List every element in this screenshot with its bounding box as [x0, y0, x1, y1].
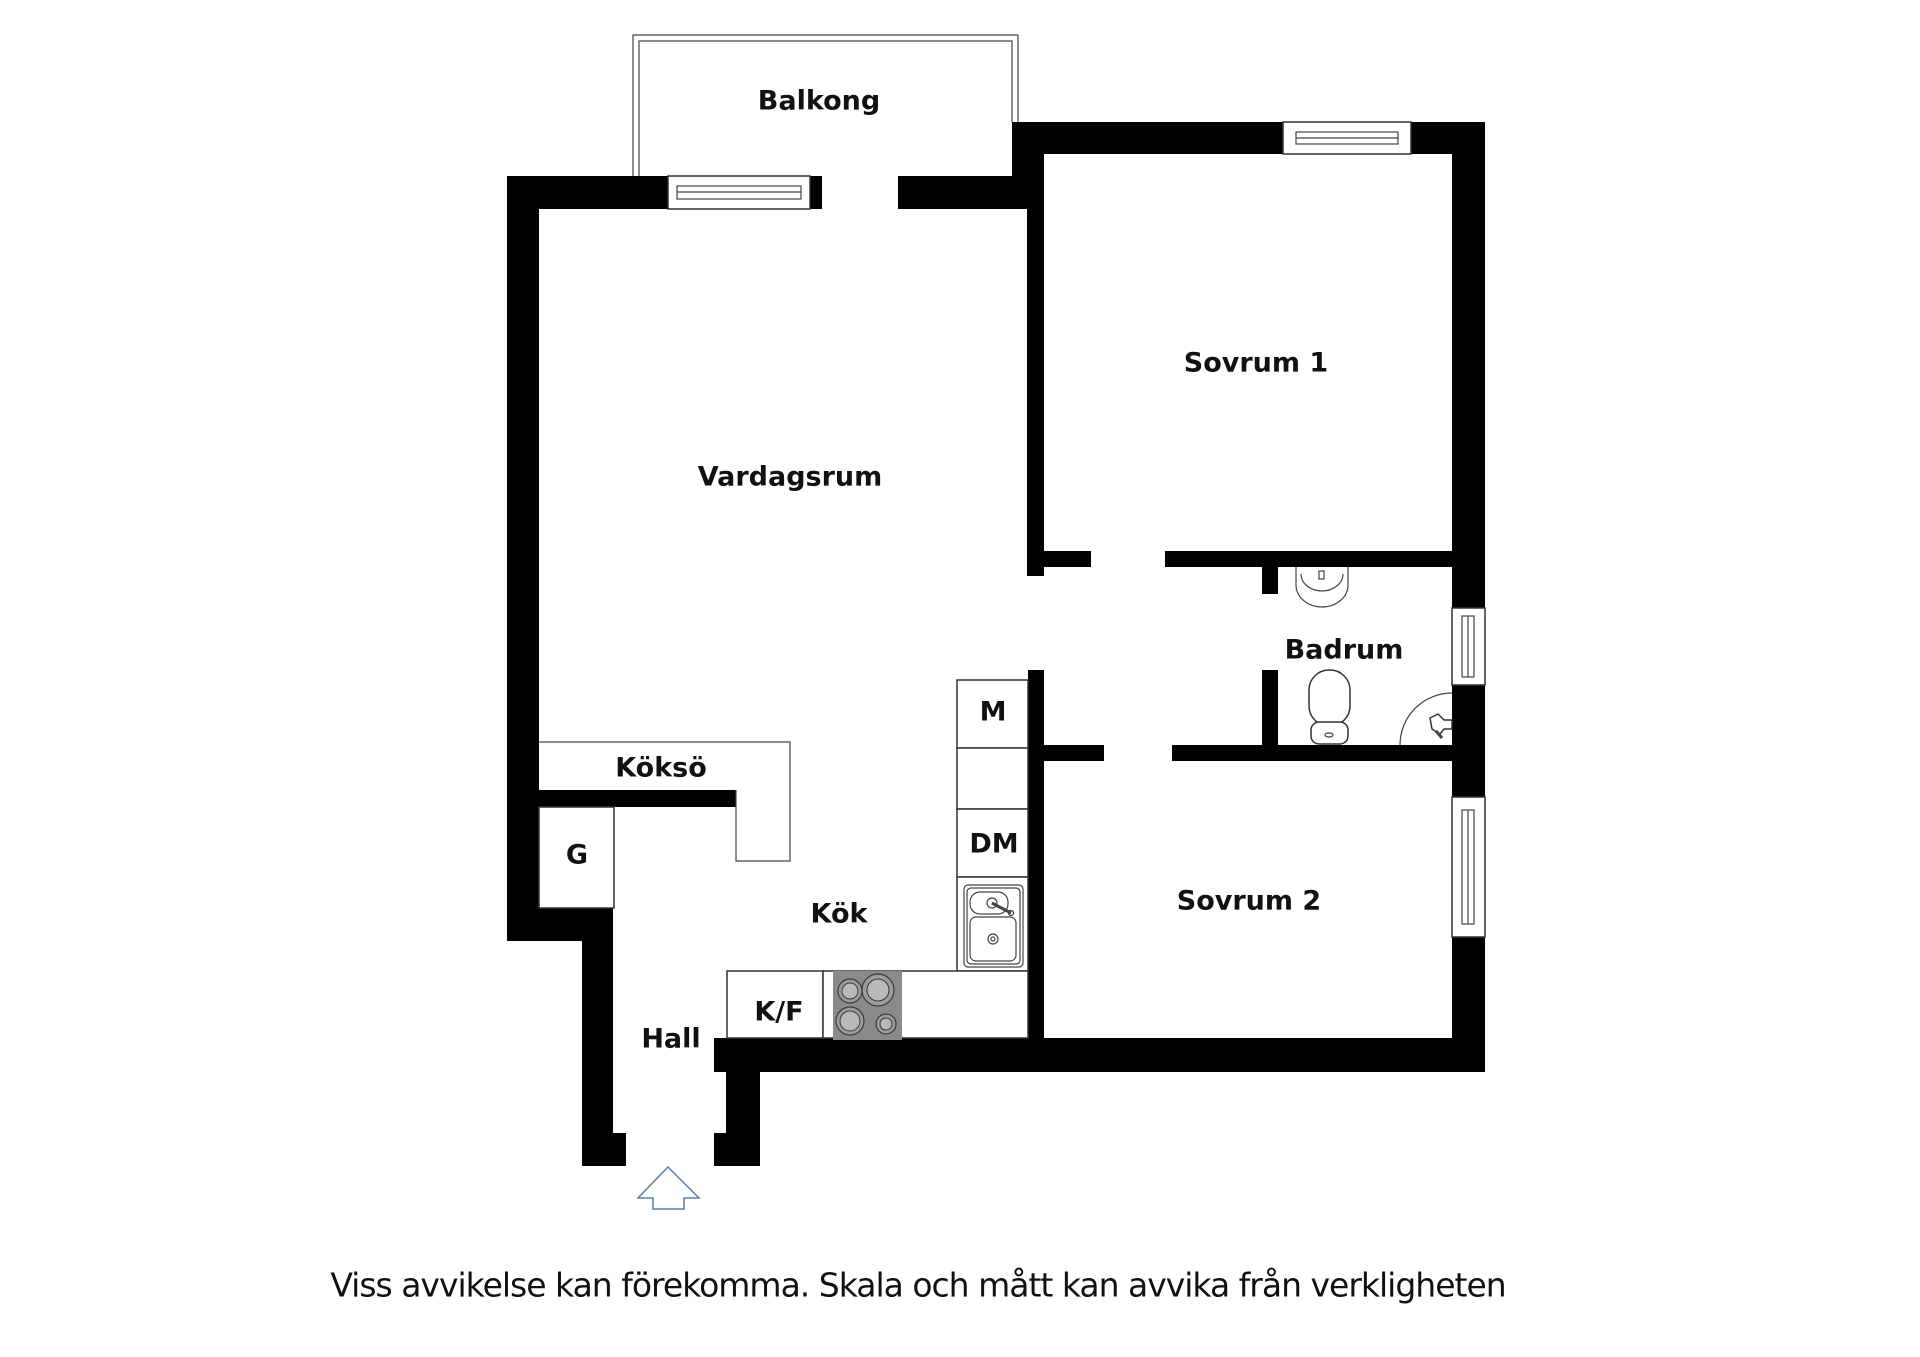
- wall: [1012, 122, 1283, 154]
- cabinet: [956, 747, 1029, 810]
- window: [1451, 796, 1486, 938]
- kitchen-counter: [726, 970, 1029, 1040]
- wall: [1262, 567, 1278, 594]
- fridge-freezer: [726, 970, 824, 1039]
- wall: [1172, 745, 1452, 761]
- room-label-hall: Hall: [641, 1024, 700, 1055]
- room-label-bathroom: Badrum: [1285, 635, 1404, 666]
- wall: [1028, 670, 1044, 1072]
- appliance-label-dishwasher: DM: [969, 829, 1018, 860]
- window: [1282, 121, 1412, 155]
- room-label-kitchen-island: Köksö: [615, 753, 707, 784]
- wall: [1027, 745, 1104, 761]
- wall: [1452, 122, 1485, 608]
- room-label-kitchen: Kök: [811, 899, 869, 930]
- wall: [1452, 685, 1485, 797]
- wall: [1027, 551, 1091, 567]
- microwave-cabinet: [956, 679, 1029, 749]
- wall: [1027, 154, 1044, 576]
- window: [1451, 607, 1486, 686]
- kitchen-cabinets: [956, 679, 1029, 972]
- wall: [507, 176, 539, 941]
- toilet-icon: [1308, 669, 1351, 745]
- wall: [810, 176, 822, 209]
- wall: [714, 1133, 760, 1166]
- wall: [539, 790, 736, 807]
- room-label-living-room: Vardagsrum: [698, 462, 883, 493]
- room-label-bedroom-1: Sovrum 1: [1184, 348, 1328, 379]
- appliance-label-microwave: M: [980, 697, 1007, 728]
- disclaimer-text: Viss avvikelse kan förekomma. Skala och …: [330, 1266, 1505, 1305]
- wall: [1262, 670, 1278, 745]
- kitchen-sink-icon: [963, 884, 1024, 968]
- wall: [1165, 551, 1452, 567]
- wall: [582, 908, 613, 1166]
- room-label-bedroom-2: Sovrum 2: [1177, 886, 1321, 917]
- stove-icon: [833, 971, 902, 1040]
- window: [667, 175, 811, 210]
- wall: [582, 1133, 626, 1166]
- appliance-label-fridge-freezer: K/F: [754, 997, 803, 1028]
- kitchen-island: [539, 741, 791, 862]
- wardrobe: [538, 806, 615, 909]
- shower-icon: [1399, 692, 1453, 746]
- wall: [714, 1038, 1485, 1072]
- entrance-arrow-icon: [636, 1165, 701, 1210]
- wash-basin-icon: [1295, 567, 1349, 608]
- walls: [507, 122, 1485, 1166]
- balcony: [632, 34, 1019, 176]
- windows: [667, 121, 1486, 938]
- room-label-wardrobe: G: [566, 840, 588, 871]
- room-label-balcony: Balkong: [758, 86, 880, 117]
